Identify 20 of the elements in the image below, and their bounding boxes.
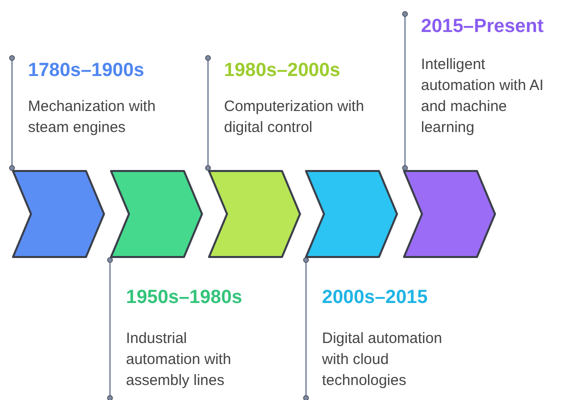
chevron-shape [12, 170, 105, 258]
description-text: Digital automation with cloud technologies [322, 329, 444, 391]
chevron-shape [305, 170, 398, 258]
chevron-shape [208, 170, 301, 258]
description-text: Intelligent automation with AI and machine learning [421, 55, 545, 138]
leader-line [402, 11, 408, 171]
period-heading: 2000s–2015 [322, 287, 429, 309]
chevron-shape [403, 170, 496, 258]
chevron-shape [110, 170, 203, 258]
description-text: Industrial automation with assembly lines [126, 329, 232, 391]
period-heading: 1780s–1900s [28, 60, 146, 82]
period-heading: 1980s–2000s [224, 60, 342, 82]
leader-line [303, 257, 309, 400]
period-heading: 1950s–1980s [126, 287, 244, 309]
leader-line [205, 55, 211, 171]
leader-line [9, 55, 15, 171]
period-heading: 2015–Present [421, 16, 545, 38]
description-text: Mechanization with steam engines [28, 97, 157, 138]
leader-line [107, 257, 113, 400]
description-text: Computerization with digital control [224, 97, 366, 138]
